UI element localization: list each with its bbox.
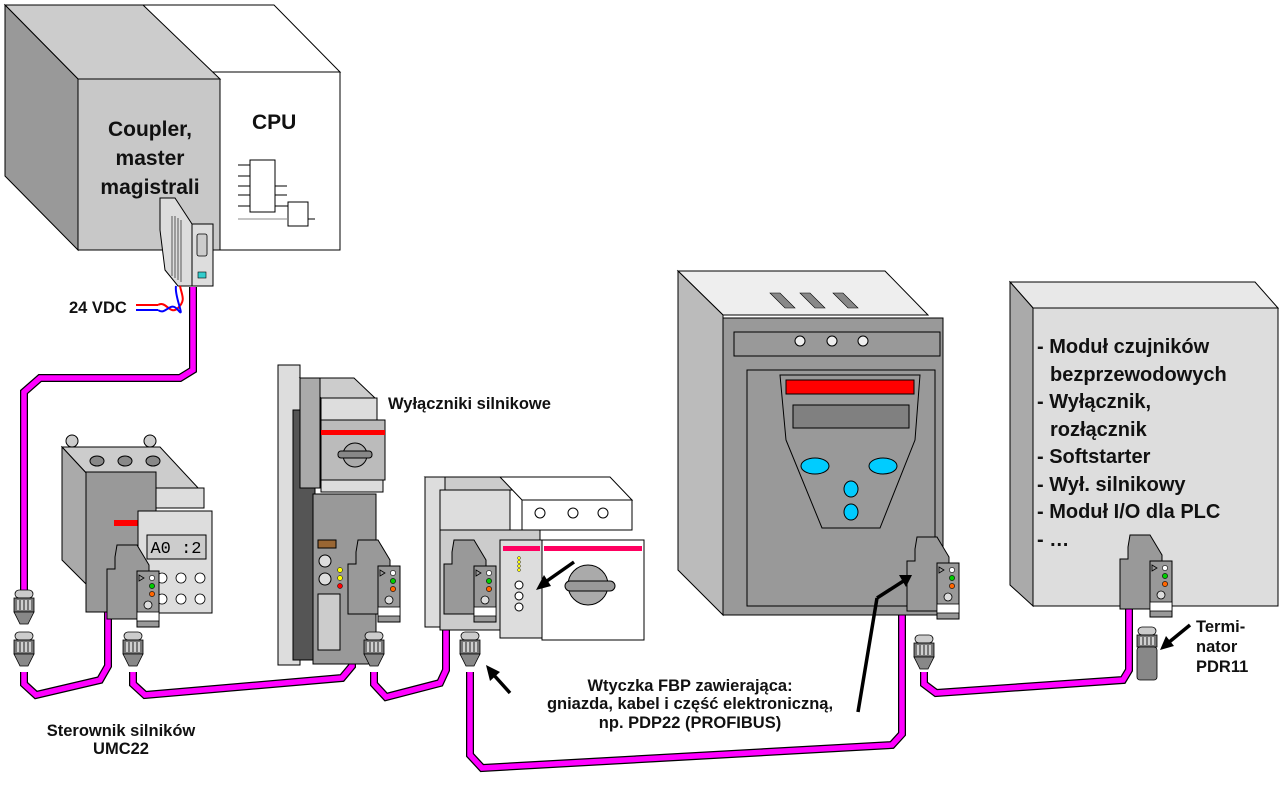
umc-label-line: Sterownik silników xyxy=(46,722,196,740)
m12-connector xyxy=(913,634,935,670)
coupler-module xyxy=(3,3,222,252)
motor-starter-1 xyxy=(277,364,386,666)
coupler-label-line: magistrali xyxy=(100,176,200,199)
fbp-plug-label-line: np. PDP22 (PROFIBUS) xyxy=(598,713,782,732)
fbp-plug-label-line: Wtyczka FBP zawierająca: xyxy=(587,677,793,695)
power-label: 24 VDC xyxy=(69,299,127,317)
power-cable xyxy=(136,285,184,314)
device-list-item: - Moduł czujników xyxy=(1037,336,1210,358)
coupler-label-line: master xyxy=(115,147,185,170)
m12-connector xyxy=(13,589,35,625)
fbp-plug-label: Wtyczka FBP zawierająca: gniazda, kabel … xyxy=(510,677,870,732)
terminator-label: Termi- nator PDR11 xyxy=(1196,617,1248,677)
terminator-pdr11 xyxy=(1136,626,1158,681)
coupler-label: Coupler, master magistrali xyxy=(90,115,210,202)
terminator-label-line: Termi- xyxy=(1196,618,1246,636)
terminator-label-line: PDR11 xyxy=(1196,658,1249,676)
fbp-plug-softstarter xyxy=(906,536,960,620)
device-list-item: rozłącznik xyxy=(1050,418,1147,441)
umc-display-text: A0 :2 xyxy=(150,540,201,559)
terminator-label-line: nator xyxy=(1196,638,1238,656)
motor-breakers-label: Wyłączniki silnikowe xyxy=(388,395,551,413)
cpu-label: CPU xyxy=(252,111,297,134)
device-list-item: - Wył. silnikowy xyxy=(1037,473,1186,496)
device-list-item: - Softstarter xyxy=(1037,446,1151,468)
coupler-label-line: Coupler, xyxy=(107,118,192,141)
bus-cables xyxy=(20,287,1133,773)
profibus-connector xyxy=(159,197,214,287)
umc-label-line: UMC22 xyxy=(93,740,149,759)
device-type-list: - Moduł czujników bezprzewodowych - Wyłącz… xyxy=(1037,334,1227,554)
umc-label: Sterownik silników UMC22 xyxy=(40,722,202,759)
m12-connector xyxy=(122,631,144,667)
fbp-plug-motor-starter-1 xyxy=(347,539,401,623)
softstarter-device xyxy=(676,269,944,617)
fbp-plug-label-line: gniazda, kabel i część elektroniczną, xyxy=(546,695,834,714)
cpu-logic-icon xyxy=(238,159,315,227)
m12-connector xyxy=(13,631,35,667)
device-list-item: - Wyłącznik, xyxy=(1037,391,1152,413)
device-list-item: - Moduł I/O dla PLC xyxy=(1037,501,1221,523)
m12-connector xyxy=(459,631,481,667)
annotation-arrows xyxy=(486,560,1192,713)
device-list-item: - … xyxy=(1037,528,1070,551)
device-list-item: bezprzewodowych xyxy=(1050,363,1227,386)
